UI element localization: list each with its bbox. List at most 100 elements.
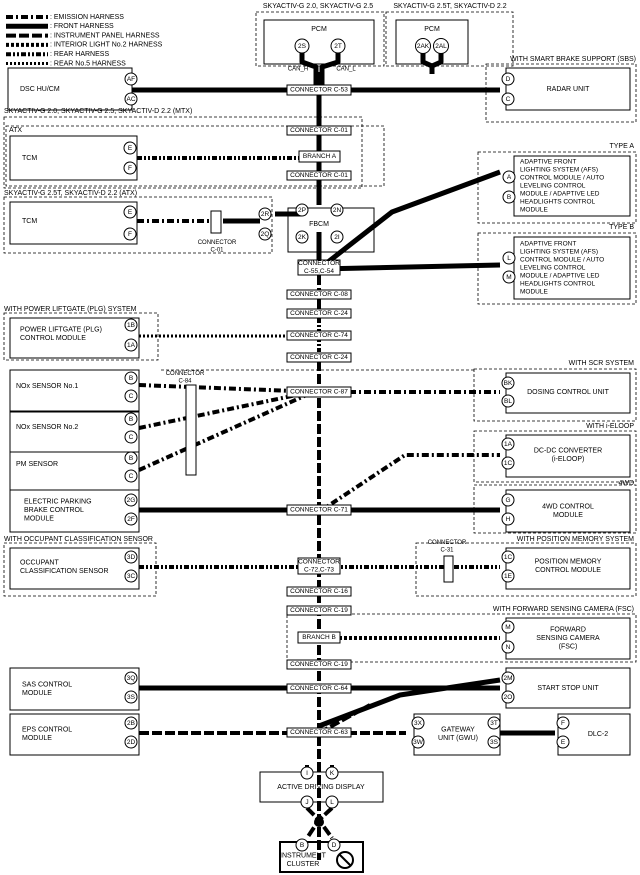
eps-label-line: EPS CONTROL (22, 727, 72, 734)
connector-c72-c73-label-line: C-72,C-73 (304, 567, 334, 574)
dsc-pin-ac (124, 92, 138, 106)
legend-label-emission: : EMISSION HARNESS (50, 14, 124, 21)
pmem-label-line: POSITION MEMORY (535, 559, 602, 566)
group-sbs-title: WITH SMART BRAKE SUPPORT (SBS) (510, 56, 636, 63)
dosing-pin-bl (501, 394, 515, 408)
connector-c63-label: CONNECTOR C-63 (290, 729, 348, 736)
fbcm-pin-2p (295, 203, 309, 217)
pcm2-box (395, 19, 469, 65)
ads-pin-k (325, 766, 339, 780)
dlc-pin-e (556, 735, 570, 749)
pmem-pin-1e (501, 569, 515, 583)
connector-c63-label-line: CONNECTOR C-63 (290, 729, 348, 736)
foreground-elements: : EMISSION HARNESS: FRONT HARNESS: INSTR… (4, 3, 636, 869)
connector-c16-label-line: CONNECTOR C-16 (290, 588, 348, 595)
connector-c63 (286, 727, 352, 738)
nox1-label: NOx SENSOR No.1 (16, 383, 78, 390)
connector-c24-a (286, 308, 352, 319)
pcm1-pin-2t-label: 2T (334, 43, 342, 50)
connector-c01-a-label-line: CONNECTOR C-01 (290, 127, 348, 134)
eps-pin-2b-label: 2B (127, 720, 135, 727)
connector-c19-a (286, 605, 352, 616)
ic-pin-b-label: B (300, 842, 304, 849)
wire-afs-a (317, 169, 501, 271)
dcdc-pin-1c (501, 456, 515, 470)
nox1-pin-b-label: B (129, 375, 133, 382)
group-ocs-outline (3, 542, 157, 597)
connector-c71 (286, 504, 352, 516)
connector-c74-label-line: CONNECTOR C-74 (290, 332, 348, 339)
tcm1-pin-f-label: F (128, 165, 132, 172)
connector-c55-c54 (297, 259, 341, 276)
wire-pcm1-2s (299, 48, 319, 85)
group-atx-outline (5, 125, 385, 187)
sas-pin-3s-label: 3S (127, 694, 136, 701)
plg-pin-1b (124, 318, 138, 332)
pmem-box (505, 547, 631, 590)
group-tcm-mtx-outline (3, 116, 363, 189)
connector-c01-b (286, 170, 352, 181)
4wd-label-line: MODULE (553, 512, 583, 519)
group-sbs-outline (485, 63, 637, 123)
connector-c64-label: CONNECTOR C-64 (290, 685, 348, 692)
gwu-pin-3x (411, 716, 425, 730)
fsc-pin-m-label: M (505, 624, 510, 631)
legend-label-interior-line: : INTERIOR LIGHT No.2 HARNESS (50, 42, 163, 49)
tcm2-box (9, 201, 138, 245)
group-pcm1-title: SKYACTIV-G 2.0, SKYACTIV-G 2.5 (263, 3, 373, 10)
connector-c01-b-label: CONNECTOR C-01 (290, 172, 348, 179)
module-boxes (3, 11, 637, 873)
connector-c71-label-line: CONNECTOR C-71 (290, 507, 348, 514)
epb-label-line: MODULE (24, 515, 54, 522)
group-tcm-mtx-title-line: SKYACTIV-G 2.0, SKYACTIV-G 2.5, SKYACTIV… (4, 108, 192, 115)
ads-pin-l-label: L (330, 799, 334, 806)
plg-module-box (9, 317, 140, 359)
ssu-label-line: START STOP UNIT (537, 685, 599, 692)
nox2-pin-c (124, 430, 138, 444)
afs-b-label-line: CONTROL MODULE / AUTO (520, 257, 604, 264)
epb-pin-2g (124, 493, 138, 507)
epb-pin-2f (124, 512, 138, 526)
connector-c16-label: CONNECTOR C-16 (290, 588, 348, 595)
connector-c01-inline-label-line: CONNECTOR (198, 240, 237, 246)
connector-c87 (286, 386, 352, 398)
tcm1-label-line: TCM (22, 155, 37, 162)
fbcm-label-line: FBCM (309, 221, 329, 228)
eps-pin-2d (124, 735, 138, 749)
connector-c24-a-label: CONNECTOR C-24 (290, 310, 348, 317)
4wd-label-line: 4WD CONTROL (542, 504, 594, 511)
group-pmem-outline (415, 542, 637, 597)
gwu-box (413, 713, 501, 756)
group-pcm1-title-line: SKYACTIV-G 2.0, SKYACTIV-G 2.5 (263, 3, 373, 10)
tcm1-pin-f (123, 161, 137, 175)
radar-pin-c (501, 92, 515, 106)
pm-pin-c (124, 469, 138, 483)
legend-label-front-line: : FRONT HARNESS (50, 23, 114, 30)
tcm1-pin-e-label: E (128, 145, 133, 152)
group-fsc-title-line: WITH FORWARD SENSING CAMERA (FSC) (493, 606, 634, 613)
dcdc-box (505, 434, 631, 478)
connector-c53-label: CONNECTOR C-53 (290, 87, 348, 94)
cluster-joint-terminal (314, 817, 324, 827)
sas-label-line: MODULE (22, 690, 52, 697)
epb-pin-2f-label: 2F (127, 516, 135, 523)
tcm1-box (9, 135, 138, 181)
ads-pin-j-label: J (305, 799, 308, 806)
no-terminal-icon-slash (338, 853, 352, 867)
fbcm-pin-2n-label: 2N (333, 207, 342, 214)
pcm2-pin-2al-label: 2AL (435, 43, 447, 50)
dsc-hu-cm-label: DSC HU/CM (20, 86, 60, 93)
group-pmem-title: WITH POSITION MEMORY SYSTEM (517, 536, 634, 543)
ic-pin-b (295, 838, 309, 852)
can-l-label: CAN_L (336, 67, 356, 73)
fbcm-pin-2k-label: 2K (298, 234, 307, 241)
plg-module-label: POWER LIFTGATE (PLG)CONTROL MODULE (20, 327, 102, 343)
connector-c84 (185, 384, 197, 476)
dlc-pin-f-label: F (561, 720, 565, 727)
wire-dcdc (317, 453, 500, 514)
dsc-pin-af-label: AF (127, 76, 135, 83)
dosing-pin-bl-label: BL (504, 398, 512, 405)
